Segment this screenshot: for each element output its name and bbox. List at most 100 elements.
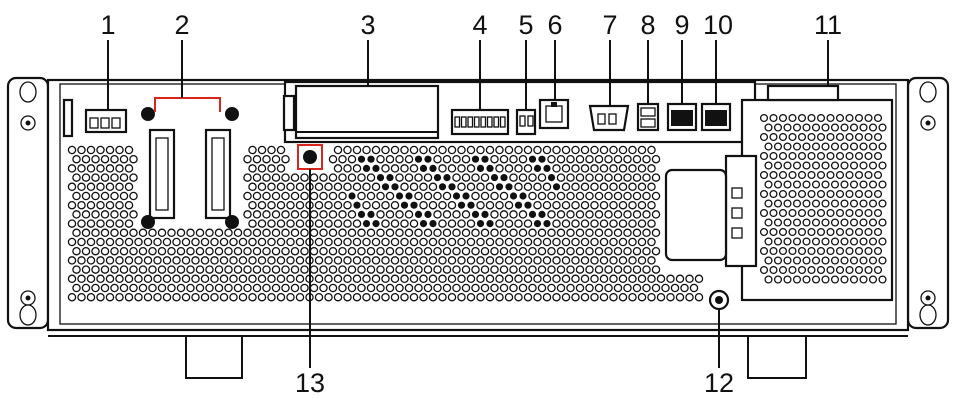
vent-hole [585, 173, 594, 182]
vent-hole [404, 246, 414, 256]
vent-hole [191, 256, 200, 265]
ground-terminal [708, 289, 730, 311]
vent-hole [462, 192, 470, 200]
vent-hole [618, 274, 628, 284]
vent-hole [599, 274, 609, 284]
vent-hole [537, 173, 547, 182]
vent-hole [542, 145, 552, 155]
vent-hole [105, 237, 115, 247]
vent-hole [599, 256, 609, 265]
vent-hole [290, 228, 300, 238]
vent-hole [119, 154, 129, 164]
vent-hole [447, 256, 457, 265]
vent-hole [504, 200, 514, 210]
vent-hole [604, 228, 613, 238]
vent-hole [214, 246, 224, 256]
vent-hole [162, 256, 172, 265]
vent-hole [276, 200, 286, 210]
vent-hole [830, 180, 840, 189]
vent-hole [618, 164, 628, 173]
vent-hole [642, 246, 651, 256]
vent-hole [252, 283, 262, 293]
vent-hole [537, 283, 547, 293]
vent-hole [286, 237, 295, 247]
vent-hole [830, 237, 840, 246]
vent-hole [471, 283, 480, 293]
vent-hole [243, 173, 252, 182]
vent-hole [864, 246, 873, 256]
vent-hole [414, 191, 423, 201]
vent-hole [77, 292, 86, 302]
vent-hole [788, 265, 797, 275]
vent-hole [642, 283, 651, 293]
vent-hole [476, 292, 485, 302]
vent-hole [72, 191, 81, 201]
vent-hole [333, 182, 343, 192]
vent-hole [390, 274, 400, 284]
vent-hole [433, 191, 442, 201]
vent-hole [115, 237, 124, 247]
vent-hole [759, 170, 769, 180]
vent-hole [826, 189, 835, 199]
vent-hole [224, 265, 233, 274]
vent-hole [485, 237, 495, 247]
vent-hole [816, 132, 826, 142]
vent-hole [471, 265, 480, 274]
vent-hole [797, 132, 807, 142]
vent-hole [195, 228, 205, 238]
vent-hole [864, 170, 873, 180]
vent-hole [868, 161, 878, 170]
vent-hole [67, 164, 77, 173]
vent-hole [552, 183, 561, 191]
vent-hole [176, 246, 186, 256]
vent-hole [452, 210, 461, 219]
vent-hole [543, 220, 551, 228]
vent-hole [830, 199, 840, 208]
vent-hole [86, 219, 96, 228]
vent-hole [509, 228, 518, 238]
vent-hole [257, 164, 267, 173]
vent-hole [580, 274, 590, 284]
vent-hole [409, 274, 419, 284]
vent-hole [580, 145, 590, 155]
vent-hole [490, 191, 499, 201]
vent-hole [849, 256, 859, 265]
left-foot [185, 336, 243, 379]
vent-hole [72, 154, 81, 164]
vent-hole [243, 154, 252, 164]
vent-hole [100, 154, 110, 164]
vent-hole [594, 228, 604, 238]
vent-hole [547, 283, 556, 293]
vent-hole [514, 256, 523, 265]
vent-hole [490, 265, 499, 274]
vent-hole [849, 237, 859, 246]
vent-hole [769, 113, 778, 123]
callout-1: 1 [100, 10, 115, 40]
vent-hole [400, 164, 409, 173]
vent-hole [338, 154, 347, 164]
vent-hole [395, 154, 404, 164]
vent-hole [271, 283, 281, 293]
vent-hole [632, 154, 642, 164]
vent-hole [91, 265, 100, 274]
vent-hole [788, 246, 797, 256]
vent-hole [400, 182, 409, 192]
vent-hole [110, 191, 119, 201]
vent-hole [769, 246, 778, 256]
vent-hole [759, 265, 769, 275]
vent-hole [480, 228, 490, 238]
vent-hole [618, 292, 628, 302]
vent-hole [859, 218, 868, 227]
vent-hole [191, 274, 200, 284]
vent-hole [248, 182, 257, 192]
vent-hole [868, 180, 878, 189]
vent-hole [129, 191, 138, 201]
vent-hole [433, 154, 442, 164]
vent-hole [623, 210, 632, 219]
vent-hole [452, 246, 461, 256]
vent-hole [802, 218, 811, 227]
vent-hole [466, 182, 476, 192]
vent-hole [252, 154, 262, 164]
vent-hole [419, 220, 428, 228]
vent-hole [461, 265, 471, 274]
